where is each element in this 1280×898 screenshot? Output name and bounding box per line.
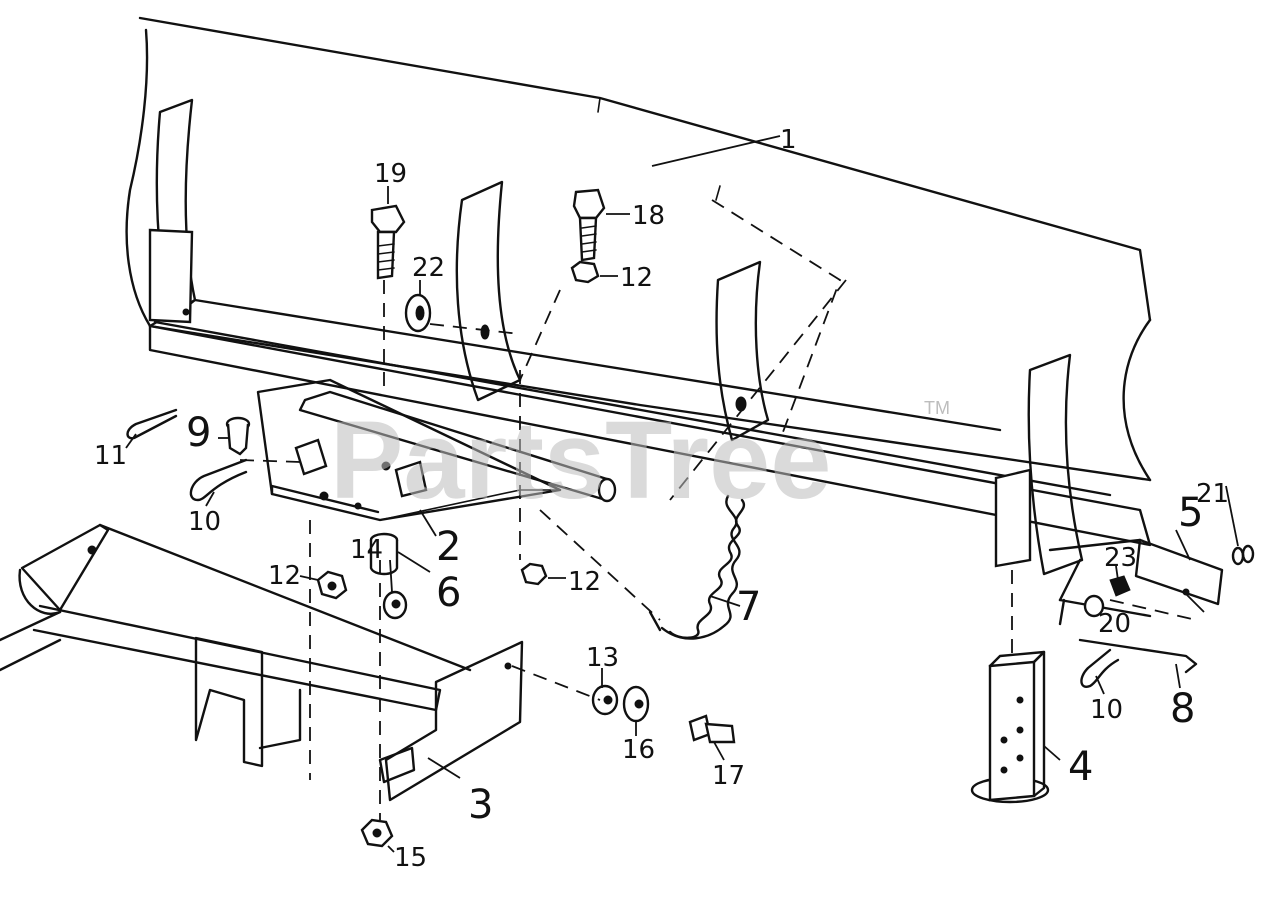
nut-12a xyxy=(316,570,348,600)
leader-lines xyxy=(125,135,1239,853)
nut-12c xyxy=(570,260,600,284)
spacer-13 xyxy=(591,684,619,716)
bolt-18 xyxy=(572,188,606,262)
watermark-trademark: TM xyxy=(924,398,950,418)
push-frame xyxy=(0,523,524,802)
callout-12c: 12 xyxy=(620,263,653,293)
callout-11: 11 xyxy=(94,441,127,471)
plow-blade xyxy=(125,16,1152,576)
pivot-plate xyxy=(256,378,617,522)
ring-21 xyxy=(1231,544,1255,566)
washer-16 xyxy=(622,685,650,723)
assembly-lines xyxy=(239,199,1197,820)
bushing xyxy=(369,532,399,576)
watermark: PartsTree TM xyxy=(330,398,950,522)
callout-8: 8 xyxy=(1170,686,1195,732)
callout-4: 4 xyxy=(1068,744,1093,790)
pin-23 xyxy=(1109,575,1131,597)
clevis-pin xyxy=(225,416,251,456)
callout-9: 9 xyxy=(186,410,211,456)
callout-22: 22 xyxy=(412,253,445,283)
callout-1: 1 xyxy=(780,125,797,155)
stand-post xyxy=(970,650,1050,804)
callout-15: 15 xyxy=(394,843,427,873)
bushing-20 xyxy=(1083,594,1105,618)
side-bracket xyxy=(1048,538,1224,618)
callout-6: 6 xyxy=(436,570,461,616)
washer-22 xyxy=(404,293,432,333)
lock-pin xyxy=(1058,598,1198,674)
nut-15 xyxy=(360,818,394,848)
callout-21: 21 xyxy=(1196,479,1229,509)
watermark-text: PartsTree xyxy=(330,399,831,522)
callout-7: 7 xyxy=(736,584,761,630)
callout-17: 17 xyxy=(712,761,745,791)
callout-16: 16 xyxy=(622,735,655,765)
washer-14 xyxy=(382,590,408,620)
spring xyxy=(648,494,745,640)
callout-13: 13 xyxy=(586,643,619,673)
callout-18: 18 xyxy=(632,201,665,231)
callout-10a: 10 xyxy=(188,507,221,537)
hairpin-clip-right xyxy=(1080,648,1120,688)
callout-5: 5 xyxy=(1178,490,1203,536)
hairpin-clip-left xyxy=(189,458,248,502)
bolt-19 xyxy=(370,204,406,280)
callout-12b: 12 xyxy=(568,567,601,597)
callout-14: 14 xyxy=(350,535,383,565)
callout-10b: 10 xyxy=(1090,695,1123,725)
callout-2: 2 xyxy=(436,524,461,570)
callout-labels: 1 2 3 4 5 6 7 8 9 10 10 11 12 12 12 13 1… xyxy=(94,125,1229,873)
callout-12a: 12 xyxy=(268,561,301,591)
callout-19: 19 xyxy=(374,159,407,189)
callout-23: 23 xyxy=(1104,543,1137,573)
cotter-pin xyxy=(126,408,178,440)
bolt-17 xyxy=(688,714,736,744)
callout-20: 20 xyxy=(1098,609,1131,639)
callout-3: 3 xyxy=(468,782,493,828)
nut-12b xyxy=(520,562,548,586)
